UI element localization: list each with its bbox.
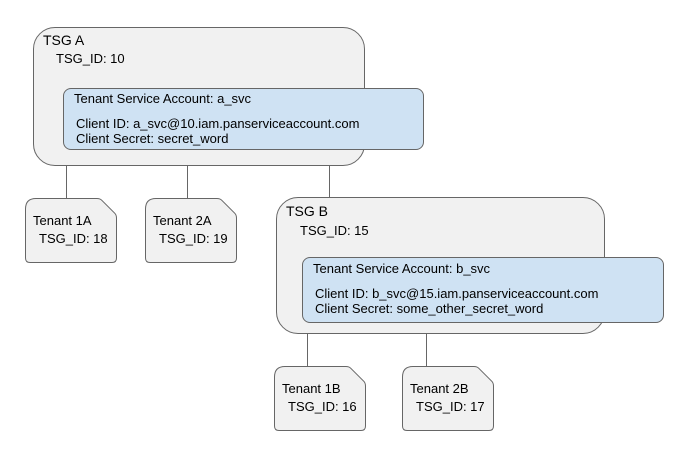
tenant-2a-card: Tenant 2A TSG_ID: 19 (145, 198, 237, 263)
tenant-2b-name: Tenant 2B (410, 381, 469, 396)
tenant-card-shape (25, 198, 117, 263)
tenant-2b-id: TSG_ID: 17 (416, 399, 485, 414)
tenant-card-shape (274, 366, 366, 431)
tsg-a-client-id: Client ID: a_svc@10.iam.panserviceaccoun… (76, 116, 360, 131)
tenant-2a-id: TSG_ID: 19 (159, 231, 228, 246)
tsg-a-service-account-box: Tenant Service Account: a_svc Client ID:… (63, 88, 424, 150)
tenant-1b-name: Tenant 1B (282, 381, 341, 396)
tsg-b-client-secret: Client Secret: some_other_secret_word (315, 301, 544, 316)
tenant-1a-name: Tenant 1A (33, 213, 92, 228)
tsg-a-id: TSG_ID: 10 (56, 51, 125, 66)
tsg-b-client-id: Client ID: b_svc@15.iam.panserviceaccoun… (315, 286, 599, 301)
tenant-1b-card: Tenant 1B TSG_ID: 16 (274, 366, 366, 431)
tenant-card-shape (145, 198, 237, 263)
tenant-1a-id: TSG_ID: 18 (39, 231, 108, 246)
tsg-b-credentials: Client ID: b_svc@15.iam.panserviceaccoun… (315, 286, 598, 316)
tenant-1a-card: Tenant 1A TSG_ID: 18 (25, 198, 117, 263)
tsg-a-title: TSG A (43, 32, 85, 48)
tenant-1b-id: TSG_ID: 16 (288, 399, 357, 414)
tsg-b-id: TSG_ID: 15 (300, 223, 369, 238)
tsg-a-service-account-title: Tenant Service Account: a_svc (74, 91, 252, 106)
tsg-a-client-secret: Client Secret: secret_word (76, 131, 229, 146)
tsg-a-credentials: Client ID: a_svc@10.iam.panserviceaccoun… (76, 116, 359, 146)
tsg-b-title: TSG B (286, 203, 329, 219)
tenant-2b-card: Tenant 2B TSG_ID: 17 (402, 366, 494, 431)
tenant-2a-name: Tenant 2A (153, 213, 212, 228)
tenant-card-shape (402, 366, 494, 431)
tsg-b-service-account-box: Tenant Service Account: b_svc Client ID:… (302, 257, 664, 323)
tsg-b-service-account-title: Tenant Service Account: b_svc (313, 261, 491, 276)
